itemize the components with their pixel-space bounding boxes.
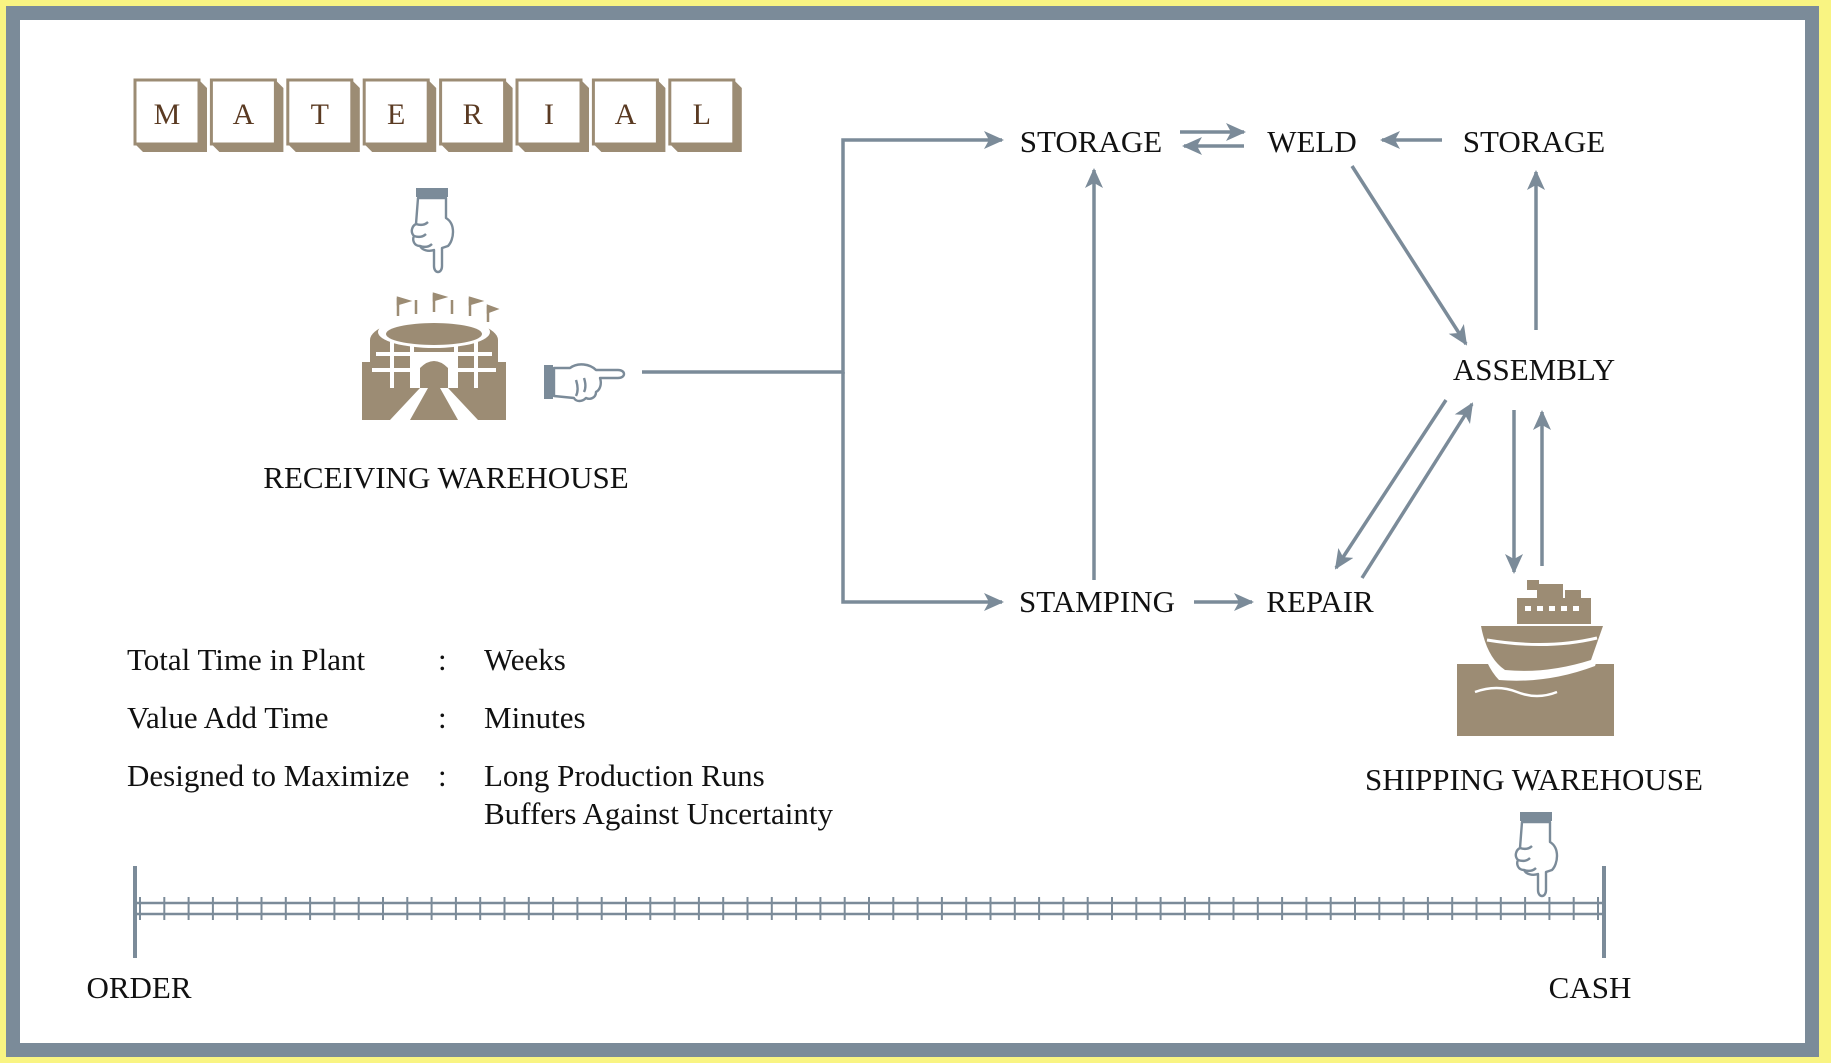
material-letter: R	[463, 98, 483, 131]
material-letter-tile: A	[209, 78, 284, 152]
timeline-start-label: ORDER	[86, 970, 191, 1005]
fact-value-continued: Buffers Against Uncertainty	[484, 796, 833, 831]
facts-list: Total Time in Plant : Weeks Value Add Ti…	[127, 642, 833, 831]
material-letter: A	[615, 98, 637, 131]
material-letter-tile: T	[286, 78, 360, 152]
timeline-ticks	[139, 897, 1599, 920]
material-letter: L	[693, 98, 711, 131]
fact-value: Weeks	[484, 642, 566, 677]
fact-separator: :	[438, 700, 447, 735]
timeline-end-label: CASH	[1549, 970, 1632, 1005]
stamping-label: STAMPING	[1019, 584, 1175, 619]
fact-separator: :	[438, 758, 447, 793]
material-letter-tile: E	[362, 78, 437, 152]
fact-value: Long Production Runs	[484, 758, 765, 793]
material-letter: A	[233, 98, 255, 131]
pointing-down-hand-icon	[1514, 812, 1559, 898]
pointing-right-hand-icon	[544, 363, 626, 403]
material-letter-tile: A	[591, 78, 666, 152]
stadium-warehouse-icon	[362, 292, 506, 420]
fact-value: Minutes	[484, 700, 586, 735]
material-letter-tile: L	[668, 78, 742, 152]
shipping-warehouse-label: SHIPPING WAREHOUSE	[1365, 762, 1703, 797]
diagram-frame	[6, 6, 1819, 1057]
assembly-label: ASSEMBLY	[1453, 352, 1615, 387]
pointing-down-hand-icon	[410, 188, 455, 274]
timeline	[133, 866, 1606, 958]
material-letter: E	[387, 98, 405, 131]
fact-separator: :	[438, 642, 447, 677]
storage-left-label: STORAGE	[1020, 124, 1162, 159]
material-letter-tile: M	[133, 78, 207, 152]
ship-warehouse-icon	[1457, 580, 1614, 736]
material-letter: T	[311, 98, 329, 131]
material-letter: I	[544, 98, 554, 131]
flow-arrows	[642, 123, 1551, 611]
storage-right-label: STORAGE	[1463, 124, 1605, 159]
fact-label: Total Time in Plant	[127, 642, 366, 677]
weld-label: WELD	[1267, 124, 1357, 159]
repair-label: REPAIR	[1266, 584, 1374, 619]
fact-label: Value Add Time	[127, 700, 329, 735]
material-letter-tile: R	[439, 78, 513, 152]
receiving-warehouse-label: RECEIVING WAREHOUSE	[263, 460, 628, 495]
fact-label: Designed to Maximize	[127, 758, 409, 793]
material-letter-tile: I	[515, 78, 589, 152]
material-letter: M	[154, 98, 181, 131]
